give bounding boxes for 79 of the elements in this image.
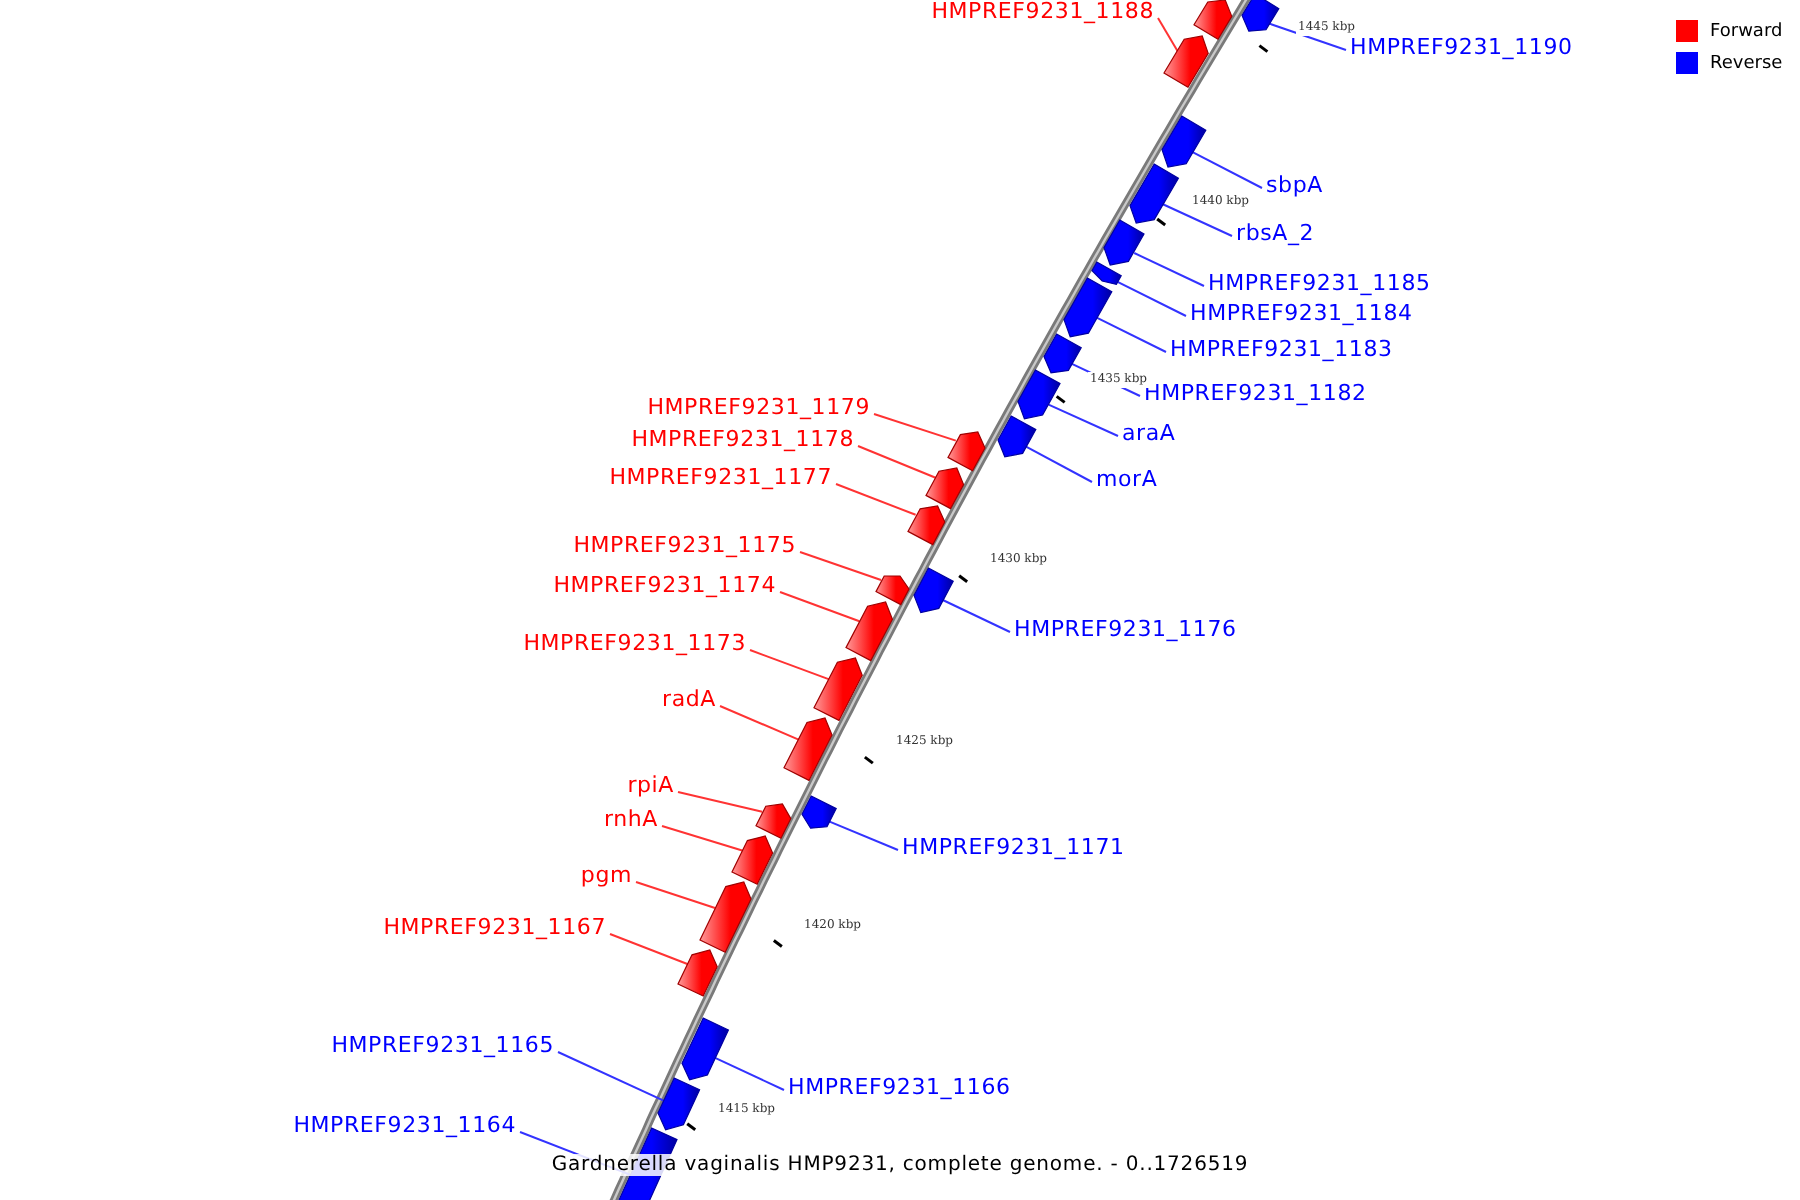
gene-label: HMPREF9231_1164 (293, 1112, 516, 1140)
gene-label: HMPREF9231_1182 (1144, 380, 1367, 408)
leader-line (1096, 316, 1167, 353)
gene-block (947, 431, 984, 471)
gene-block (732, 836, 774, 885)
gene-label: HMPREF9231_1184 (1190, 300, 1413, 328)
caption: Gardnerella vaginalis HMP9231, complete genome. - 0..1726519 (547, 1154, 1253, 1176)
leader-line (749, 649, 831, 681)
leader-line (1157, 17, 1179, 53)
gene-block (755, 803, 791, 839)
gene-block (845, 601, 893, 661)
leader-line (1024, 445, 1093, 483)
gene-block (801, 795, 836, 828)
leader-line (661, 825, 744, 852)
leader-line (828, 820, 899, 851)
leader-line (677, 791, 764, 813)
gene-block (1091, 261, 1121, 285)
leader-line (799, 551, 882, 581)
gene-label: HMPREF9231_1177 (609, 464, 832, 492)
leader-line (941, 599, 1011, 633)
leader-line (1116, 280, 1187, 317)
leader-line (713, 1056, 785, 1091)
leader-line (635, 881, 716, 909)
gene-label: HMPREF9231_1178 (631, 426, 854, 454)
gene-label: HMPREF9231_1166 (788, 1074, 1011, 1102)
leader-line (1047, 403, 1119, 437)
gene-block (784, 717, 833, 781)
gene-label: HMPREF9231_1173 (523, 630, 746, 658)
gene-block (997, 415, 1035, 457)
gene-label: sbpA (1266, 172, 1323, 200)
gene-block (814, 657, 864, 721)
gene-label: HMPREF9231_1165 (331, 1032, 554, 1060)
gene-block (1104, 219, 1145, 265)
gene-block (913, 567, 953, 613)
gene-label: HMPREF9231_1171 (902, 834, 1125, 862)
gene-block (1193, 0, 1231, 40)
gene-block (681, 1017, 728, 1080)
gene-label: pgm (580, 862, 632, 890)
gene-label: rnhA (604, 806, 658, 834)
legend-label: Reverse (1710, 53, 1783, 73)
gene-label: HMPREF9231_1179 (647, 394, 870, 422)
gene-label: HMPREF9231_1176 (1014, 616, 1237, 644)
gene-block (699, 882, 751, 953)
gene-label: radA (662, 686, 716, 714)
gene-block (1241, 0, 1279, 32)
leader-line (1161, 203, 1233, 237)
leader-line (1133, 252, 1205, 287)
leader-line (1268, 22, 1347, 51)
leader-line (873, 413, 957, 442)
leader-line (835, 483, 917, 516)
gene-block (1164, 36, 1209, 88)
gene-block (1161, 116, 1206, 168)
gene-label: HMPREF9231_1174 (553, 572, 776, 600)
leader-line (857, 445, 937, 479)
gene-label: araA (1122, 420, 1176, 448)
gene-block (1129, 164, 1178, 223)
gene-block (907, 505, 944, 545)
gene-block (926, 467, 965, 509)
leader-line (1191, 151, 1263, 189)
legend-label: Forward (1710, 21, 1783, 41)
gene-block (1018, 369, 1061, 419)
gene-block (658, 1077, 700, 1130)
leader-line (719, 705, 800, 741)
gene-label: rbsA_2 (1236, 220, 1315, 248)
gene-label: rpiA (627, 772, 674, 800)
gene-block (1043, 333, 1081, 373)
gene-label: HMPREF9231_1183 (1170, 336, 1393, 364)
gene-block (875, 575, 909, 605)
gene-block (678, 950, 718, 997)
gene-label: HMPREF9231_1167 (383, 914, 606, 942)
leader-line (609, 933, 689, 966)
leader-line (779, 591, 861, 623)
leader-line (557, 1051, 665, 1102)
gene-label: HMPREF9231_1190 (1350, 34, 1573, 62)
gene-label: morA (1096, 466, 1158, 494)
gene-block (1064, 277, 1112, 337)
gene-label: HMPREF9231_1175 (573, 532, 796, 560)
gene-label: HMPREF9231_1188 (931, 0, 1154, 26)
gene-label: HMPREF9231_1185 (1208, 270, 1431, 298)
